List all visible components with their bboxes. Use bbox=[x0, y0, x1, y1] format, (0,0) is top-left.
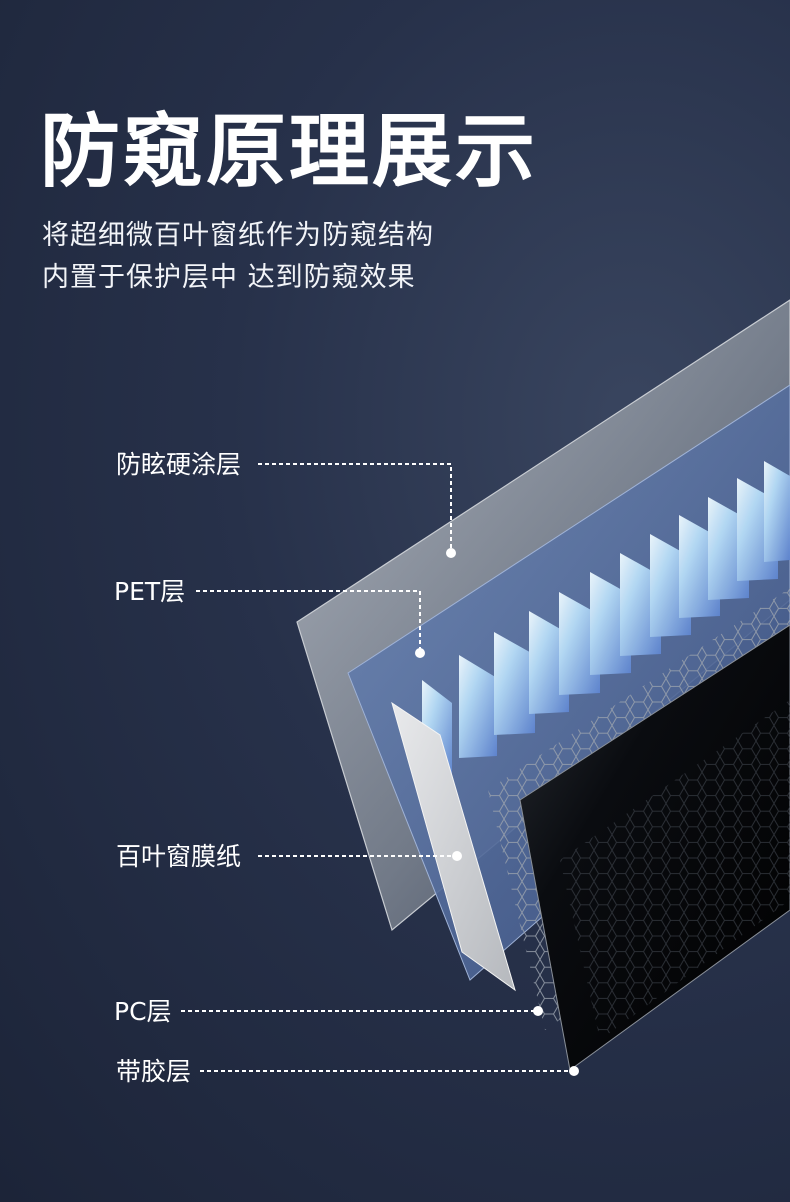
marker-dot-anti-glare bbox=[446, 548, 456, 558]
leader-line-anti-glare bbox=[258, 463, 452, 553]
subtitle-line-1: 将超细微百叶窗纸作为防窥结构 bbox=[42, 220, 434, 251]
label-adhesive-layer: 带胶层 bbox=[116, 1057, 192, 1086]
subtitle-line-2: 内置于保护层中 达到防窥效果 bbox=[42, 262, 416, 293]
page-title: 防窥原理展示 bbox=[40, 105, 538, 198]
label-louver-film-paper: 百叶窗膜纸 bbox=[116, 842, 242, 871]
label-pet-layer: PET层 bbox=[114, 577, 186, 606]
louver-film-paper bbox=[391, 701, 516, 992]
adhesive-layer-texture bbox=[560, 700, 790, 1040]
marker-dot-adhesive bbox=[569, 1066, 579, 1076]
label-pc-layer: PC层 bbox=[114, 997, 172, 1026]
leader-line-pet bbox=[196, 590, 421, 653]
marker-dot-louver-film bbox=[452, 851, 462, 861]
marker-dot-pc bbox=[533, 1006, 543, 1016]
marker-dot-pet bbox=[415, 648, 425, 658]
label-anti-glare-layer: 防眩硬涂层 bbox=[116, 450, 242, 479]
